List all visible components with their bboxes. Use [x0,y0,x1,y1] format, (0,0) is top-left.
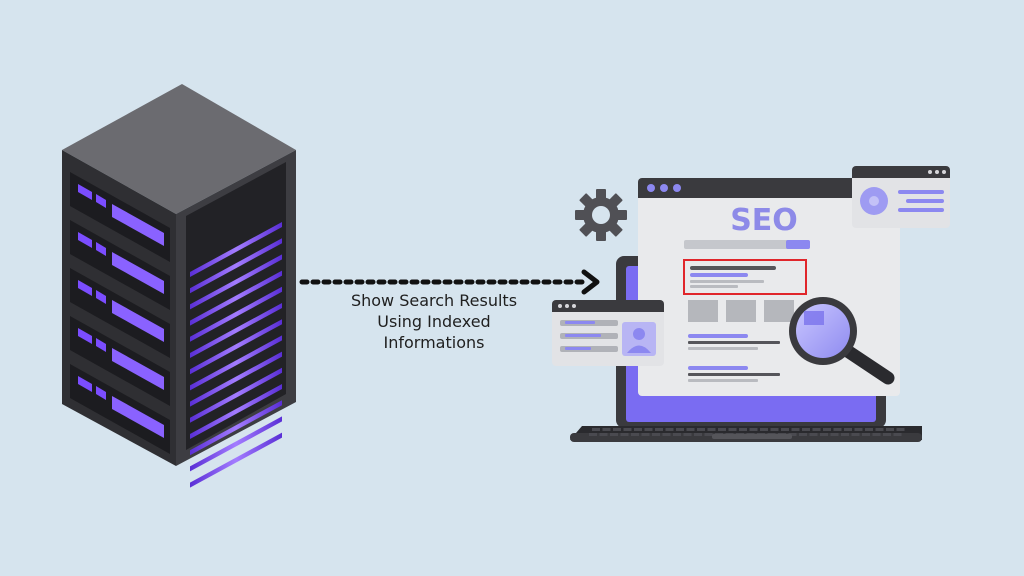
key [865,428,873,431]
window-dot [660,184,668,192]
key [621,433,629,436]
key [718,428,726,431]
key [771,428,779,431]
key [834,428,842,431]
key [739,428,747,431]
user-mini-window [552,300,664,366]
key [652,433,660,436]
key [663,433,671,436]
key [894,433,902,436]
key [673,433,681,436]
key [823,428,831,431]
key [697,428,705,431]
key [634,428,642,431]
gear-icon [575,189,627,241]
caption: Show Search Results Using Indexed Inform… [318,290,550,353]
key [876,428,884,431]
caption-line: Using Indexed [318,311,550,332]
key [844,428,852,431]
key [655,428,663,431]
key [831,433,839,436]
key [760,428,768,431]
seo-title: SEO [730,203,798,238]
key [642,433,650,436]
key [589,433,597,436]
thumbnail [726,300,756,322]
key [666,428,674,431]
key [631,433,639,436]
key [705,433,713,436]
key [802,428,810,431]
key [886,428,894,431]
key [676,428,684,431]
key [841,433,849,436]
key [694,433,702,436]
key [883,433,891,436]
key [820,433,828,436]
key [603,428,611,431]
key [813,428,821,431]
key [852,433,860,436]
key [592,428,600,431]
key [855,428,863,431]
key [873,433,881,436]
key [600,433,608,436]
dotted-arrow-icon [302,272,597,292]
thumbnail [688,300,718,322]
key [687,428,695,431]
result-line [688,334,748,338]
key [645,428,653,431]
window-dot [673,184,681,192]
window-dot [647,184,655,192]
key [708,428,716,431]
key [750,428,758,431]
key [792,428,800,431]
key [684,433,692,436]
key [624,428,632,431]
result-line [688,366,748,370]
caption-line: Informations [318,332,550,353]
key [862,433,870,436]
key [810,433,818,436]
caption-line: Show Search Results [318,290,550,311]
profile-mini-window [852,166,950,228]
key [897,428,905,431]
key [729,428,737,431]
server-icon [62,84,296,488]
search-button [786,240,810,249]
key [610,433,618,436]
key [613,428,621,431]
key [799,433,807,436]
thumbnail [764,300,794,322]
key [781,428,789,431]
